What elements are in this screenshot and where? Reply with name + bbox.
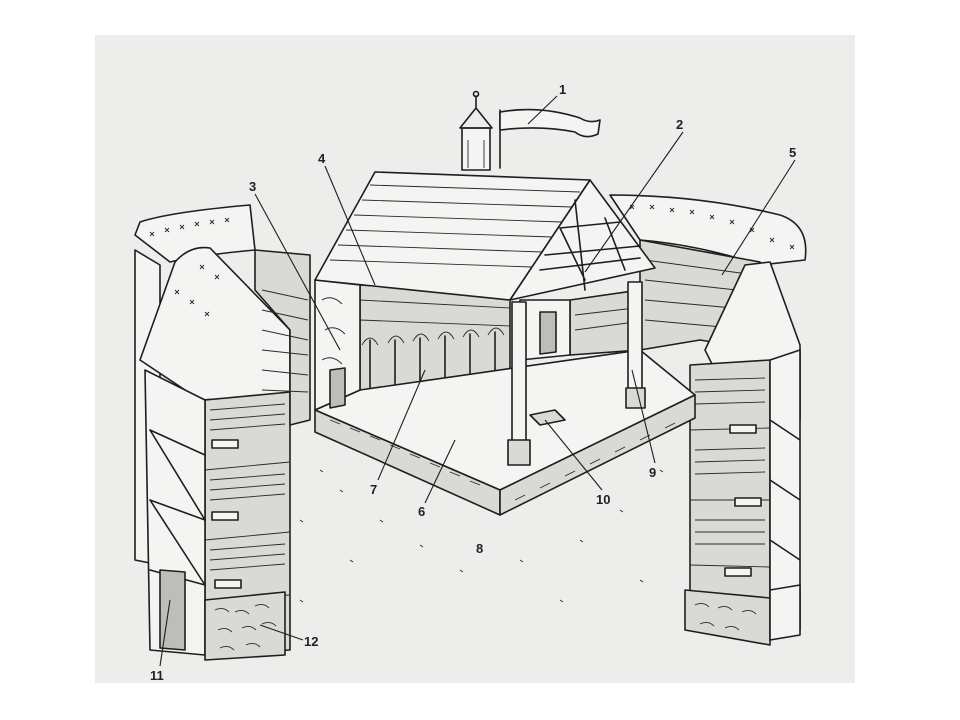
callout-11: 11 bbox=[150, 668, 164, 683]
left-gallery bbox=[134, 204, 311, 661]
callout-7: 7 bbox=[370, 482, 377, 497]
stage-pillars bbox=[507, 281, 646, 466]
callout-9: 9 bbox=[649, 465, 656, 480]
right-gallery bbox=[609, 194, 807, 646]
rear-gallery bbox=[359, 284, 641, 391]
callout-2: 2 bbox=[676, 117, 683, 132]
callout-8: 8 bbox=[476, 541, 483, 556]
callout-12: 12 bbox=[304, 634, 318, 649]
callout-3: 3 bbox=[249, 179, 256, 194]
stage-roof bbox=[314, 90, 656, 301]
callout-1: 1 bbox=[559, 82, 566, 97]
callout-10: 10 bbox=[596, 492, 610, 507]
leader-lines bbox=[159, 95, 796, 667]
callout-5: 5 bbox=[789, 145, 796, 160]
callout-4: 4 bbox=[318, 151, 326, 166]
callout-6: 6 bbox=[418, 504, 425, 519]
yard bbox=[299, 469, 664, 603]
callout-labels: 1 2 3 4 5 6 7 8 9 10 11 12 bbox=[150, 82, 796, 683]
